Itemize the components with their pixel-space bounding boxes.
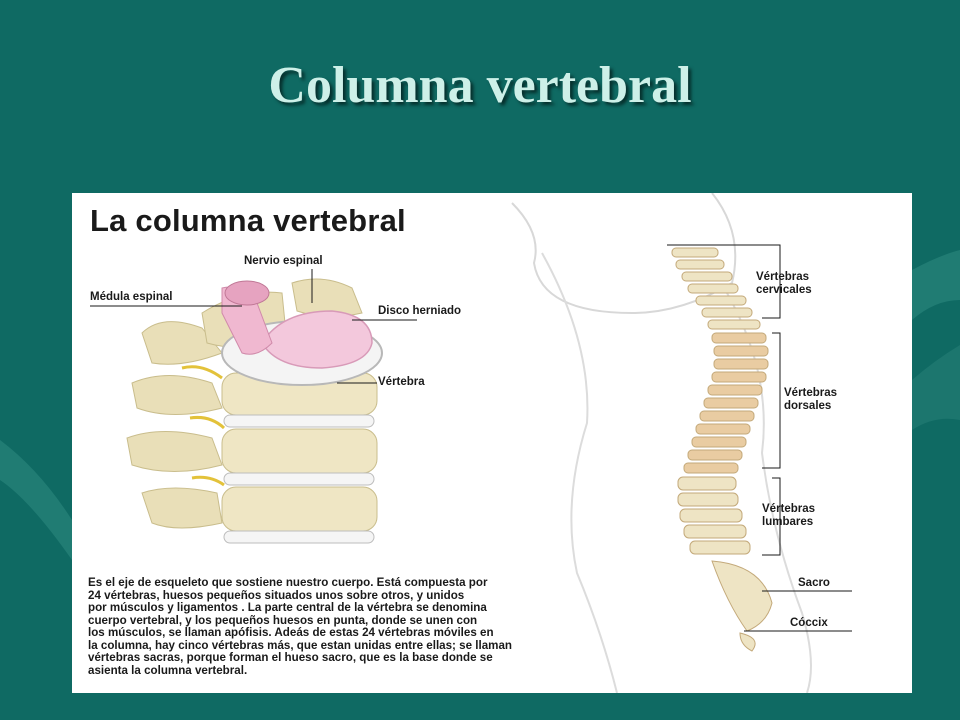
herniated-disc xyxy=(221,310,383,386)
label-nervio-espinal: Nervio espinal xyxy=(244,255,323,267)
label-vertebra: Vértebra xyxy=(378,376,425,388)
label-leader-lines xyxy=(90,269,417,384)
label-disco-herniado: Disco herniado xyxy=(378,305,462,317)
diagram-panel: La columna vertebral Nervio espinal Médu… xyxy=(72,193,912,693)
figure-title: La columna vertebral xyxy=(90,203,406,238)
slide-title: Columna vertebral xyxy=(268,57,692,114)
label-coccix: Cóccix xyxy=(790,617,828,629)
nerve-roots xyxy=(181,365,226,487)
label-dorsales: Vértebras dorsales xyxy=(784,387,838,412)
label-cervicales: Vértebras cervicales xyxy=(756,271,812,296)
spinal-cord xyxy=(221,280,273,355)
spine-illustration xyxy=(90,193,852,693)
spine-profile xyxy=(671,247,773,652)
region-brackets xyxy=(667,244,852,632)
label-medula-espinal: Médula espinal xyxy=(90,291,173,303)
description-text: Es el eje de esqueleto que sostiene nues… xyxy=(88,576,512,677)
label-sacro: Sacro xyxy=(798,577,830,589)
label-lumbares: Vértebras lumbares xyxy=(762,503,816,528)
